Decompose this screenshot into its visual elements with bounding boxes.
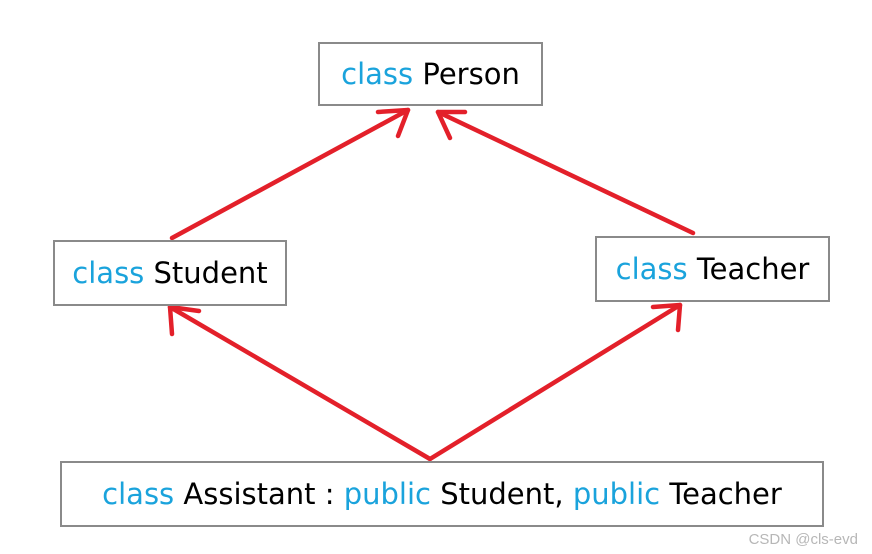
class-keyword: class	[341, 57, 414, 91]
inheritance-separator: :	[324, 477, 335, 511]
class-keyword: class	[615, 252, 688, 286]
class-name: Person	[422, 57, 520, 91]
arrow-teacher-to-person	[435, 109, 696, 236]
class-name: Assistant	[183, 477, 316, 511]
class-person-box: class Person	[318, 42, 543, 106]
access-specifier: public	[572, 477, 661, 511]
class-keyword: class	[72, 256, 145, 290]
class-teacher-box: class Teacher	[595, 236, 830, 302]
class-student-box: class Student	[53, 240, 287, 306]
arrow-assistant-to-student	[167, 304, 433, 462]
class-name: Teacher	[696, 252, 810, 286]
class-name: Student	[153, 256, 268, 290]
arrow-assistant-to-teacher	[427, 302, 683, 462]
base-class-name: Student,	[440, 477, 564, 511]
class-keyword: class	[102, 477, 175, 511]
watermark: CSDN @cls-evd	[748, 531, 858, 548]
arrow-student-to-person	[169, 107, 411, 241]
access-specifier: public	[343, 477, 431, 511]
base-class-name: Teacher	[669, 477, 782, 511]
class-assistant-box: class Assistant : public Student, public…	[60, 461, 824, 527]
